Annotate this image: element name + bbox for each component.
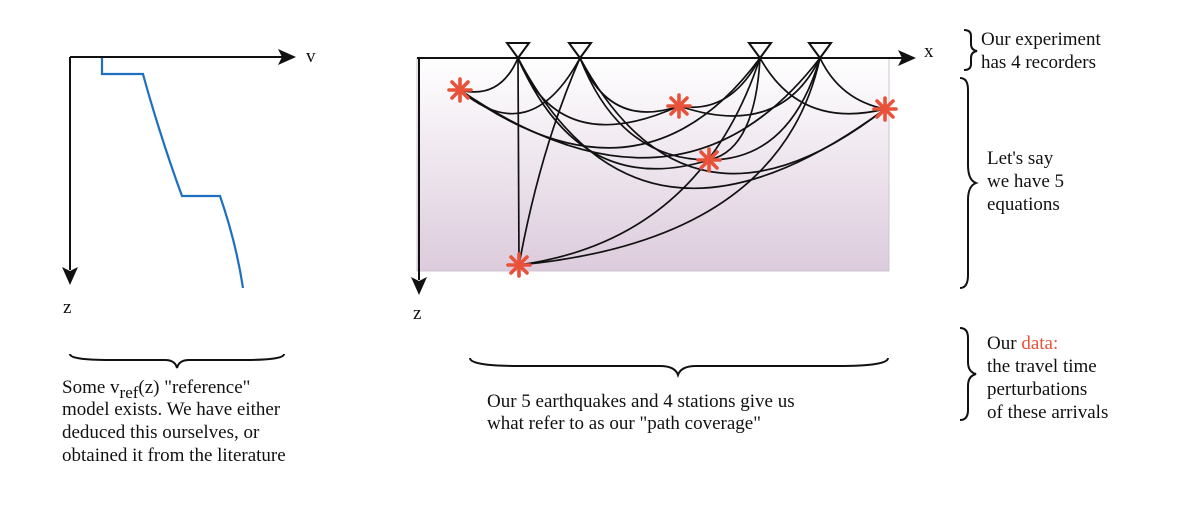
station-icon (567, 42, 593, 60)
ray-path (579, 57, 680, 113)
earthquake-icon (666, 93, 692, 119)
ray-path (759, 57, 886, 115)
caption-line: Some vref(z) "reference" (62, 376, 251, 402)
equations-brace (959, 77, 979, 289)
caption-line: deduced this ourselves, or (62, 422, 260, 443)
ray-path (518, 57, 581, 266)
note-line: of these arrivals (987, 402, 1109, 423)
recorders-brace (963, 29, 978, 71)
ray-path (579, 57, 886, 175)
note-line: the travel time (987, 356, 1097, 377)
station-icon (747, 42, 773, 60)
x-axis-arrowhead (898, 50, 916, 66)
caption-line: Our 5 earthquakes and 4 stations give us (487, 391, 795, 412)
caption-line: what refer to as our "path coverage" (487, 413, 761, 434)
ray-path (708, 57, 761, 161)
left-brace (69, 353, 285, 369)
velocity-profile-plot (62, 49, 296, 289)
reference-velocity-curve (100, 58, 245, 289)
x-axis-label: x (924, 41, 934, 62)
ray-path (517, 57, 710, 170)
caption-text: (z) "reference" (138, 377, 251, 398)
earthquake-icon (696, 147, 722, 173)
v-axis-arrowhead (278, 49, 296, 65)
z-axis-arrowhead-middle (411, 277, 427, 295)
caption-subscript: ref (119, 383, 139, 402)
ray-path (708, 57, 821, 161)
note-line: equations (987, 194, 1060, 215)
earthquake-icon (872, 96, 898, 122)
path-coverage-plot (411, 42, 916, 295)
caption-line: obtained it from the literature (62, 445, 286, 466)
z-axis-label-left: z (63, 297, 72, 318)
ray-path (579, 57, 710, 161)
ray-path (518, 57, 761, 266)
data-highlight: data: (1021, 333, 1059, 354)
ray-path (517, 57, 520, 266)
note-line: has 4 recorders (981, 52, 1097, 73)
z-axis-arrowhead-left (62, 267, 78, 285)
middle-brace (469, 357, 889, 379)
data-brace (959, 327, 977, 421)
ray-path (518, 57, 821, 266)
ray-path (819, 57, 886, 110)
station-icon (505, 42, 531, 60)
ray-path (678, 57, 821, 117)
earthquakes (447, 77, 898, 278)
note-line: Our data: (987, 332, 1058, 355)
note-line: Our experiment (981, 29, 1101, 50)
ray-paths (459, 57, 886, 266)
caption-line: model exists. We have either (62, 399, 281, 420)
earthquake-icon (447, 77, 473, 103)
earthquake-icon (506, 252, 532, 278)
z-axis-label-middle: z (413, 303, 422, 324)
station-icon (807, 42, 833, 60)
note-line: Let's say (987, 148, 1054, 169)
note-text: Our (987, 333, 1022, 354)
note-line: perturbations (987, 379, 1088, 400)
caption-text: Some v (62, 377, 120, 398)
stations (505, 42, 833, 60)
note-line: we have 5 (987, 171, 1065, 192)
v-axis-label: v (306, 46, 316, 67)
